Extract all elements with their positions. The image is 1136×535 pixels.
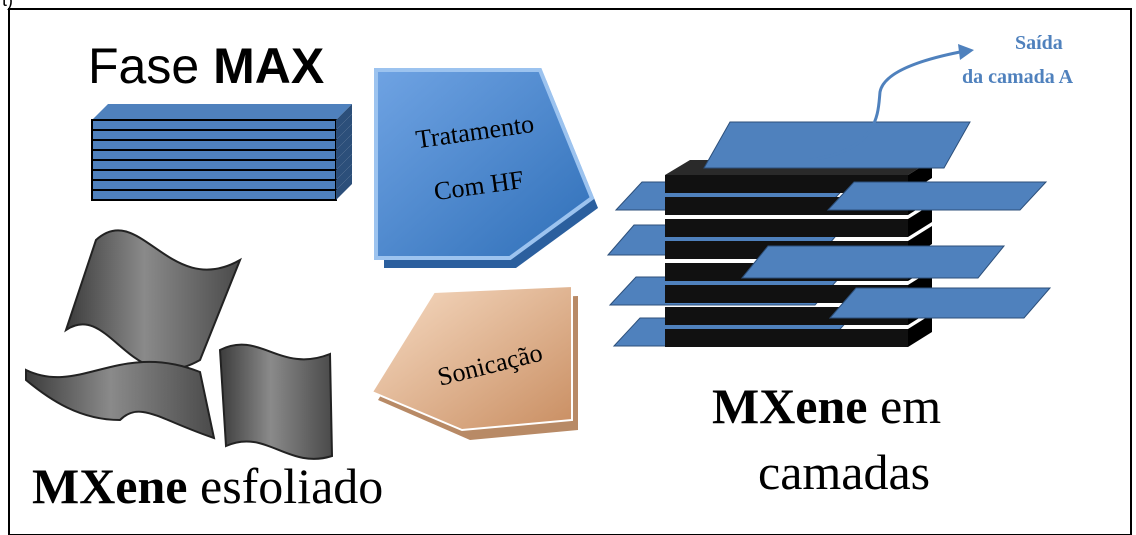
layered-mxene-bold: MXene: [712, 378, 868, 434]
exfoliated-mxene-bold: MXene: [32, 458, 188, 514]
sonication-arrow-icon: Sonicação: [370, 284, 578, 440]
layered-mxene-title-line1: MXene em: [712, 378, 941, 434]
layered-mxene-title-line2: camadas: [758, 444, 931, 500]
max-phase-title: Fase MAX: [88, 38, 324, 94]
layered-mxene-rest: em: [867, 378, 942, 434]
hf-treatment-arrow-icon: Tratamento Com HF: [374, 68, 598, 268]
max-phase-prefix: Fase: [88, 38, 200, 94]
layered-mxene-stack-icon: [606, 121, 1052, 347]
exfoliated-mxene-rest: esfoliado: [187, 458, 384, 514]
header-marker: t): [2, 0, 13, 10]
max-phase-stack-icon: [91, 104, 352, 201]
exfoliated-mxene-title: MXene esfoliado: [32, 458, 383, 514]
curved-arrow-up-right-icon: [809, 44, 974, 162]
max-phase-bold: MAX: [213, 38, 325, 94]
exit-label-line1: Saída: [1015, 32, 1063, 54]
exfoliated-flakes-icon: [25, 229, 334, 460]
figure-frame: [8, 8, 1132, 535]
exit-label-line2: da camada A: [962, 66, 1074, 88]
